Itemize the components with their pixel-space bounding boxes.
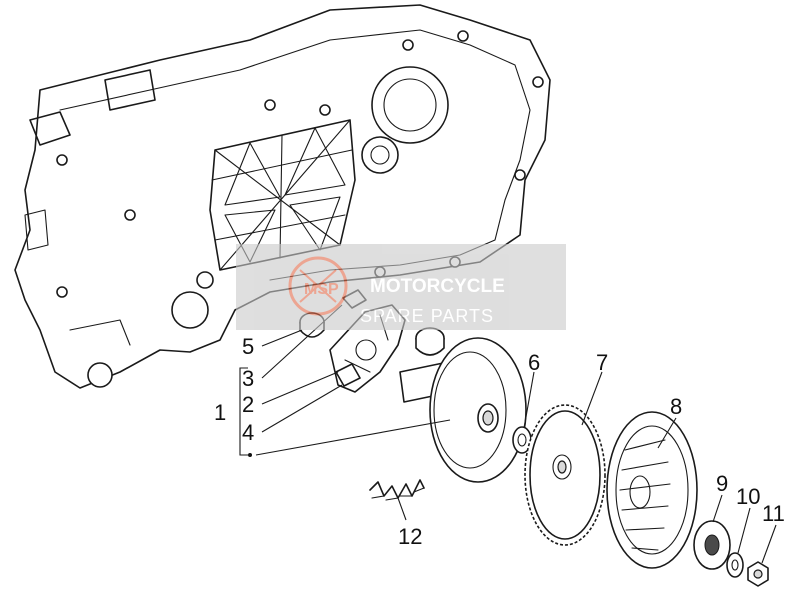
part-11-nut (747, 561, 769, 587)
part-7-ring-gear (524, 404, 606, 546)
part-10-washer (726, 552, 744, 578)
callout-11: 11 (762, 501, 785, 526)
callout-2: 2 (242, 392, 254, 417)
part-8-fan-pulley (606, 411, 698, 569)
callout-1: 1 (214, 400, 226, 425)
part-9-hub (693, 520, 731, 570)
callout-9: 9 (716, 471, 728, 496)
callout-labels: 1 2 3 4 5 6 7 8 9 10 11 12 (214, 334, 785, 549)
callout-8: 8 (670, 394, 682, 419)
callout-4: 4 (242, 420, 254, 445)
callout-12: 12 (398, 524, 422, 549)
callout-3: 3 (242, 366, 254, 391)
drive-pulley-half (399, 337, 527, 483)
watermark: MSP MOTORCYCLE SPARE PARTS (236, 244, 566, 330)
watermark-logo-icon (288, 256, 348, 316)
callout-5: 5 (242, 334, 254, 359)
callout-7: 7 (596, 350, 608, 375)
crankcase-housing (14, 4, 551, 389)
callout-10: 10 (736, 484, 760, 509)
watermark-logo-text: MSP (304, 281, 339, 298)
part-4-slider (335, 363, 361, 387)
leader-lines (239, 304, 777, 564)
leader-dot (248, 453, 252, 457)
callout-6: 6 (528, 350, 540, 375)
watermark-line-1: MOTORCYCLE (370, 276, 505, 297)
watermark-line-2: SPARE PARTS (360, 306, 494, 326)
mounting-holes (56, 30, 544, 298)
part-12-spring (369, 479, 425, 501)
roller-bushing (415, 327, 445, 356)
